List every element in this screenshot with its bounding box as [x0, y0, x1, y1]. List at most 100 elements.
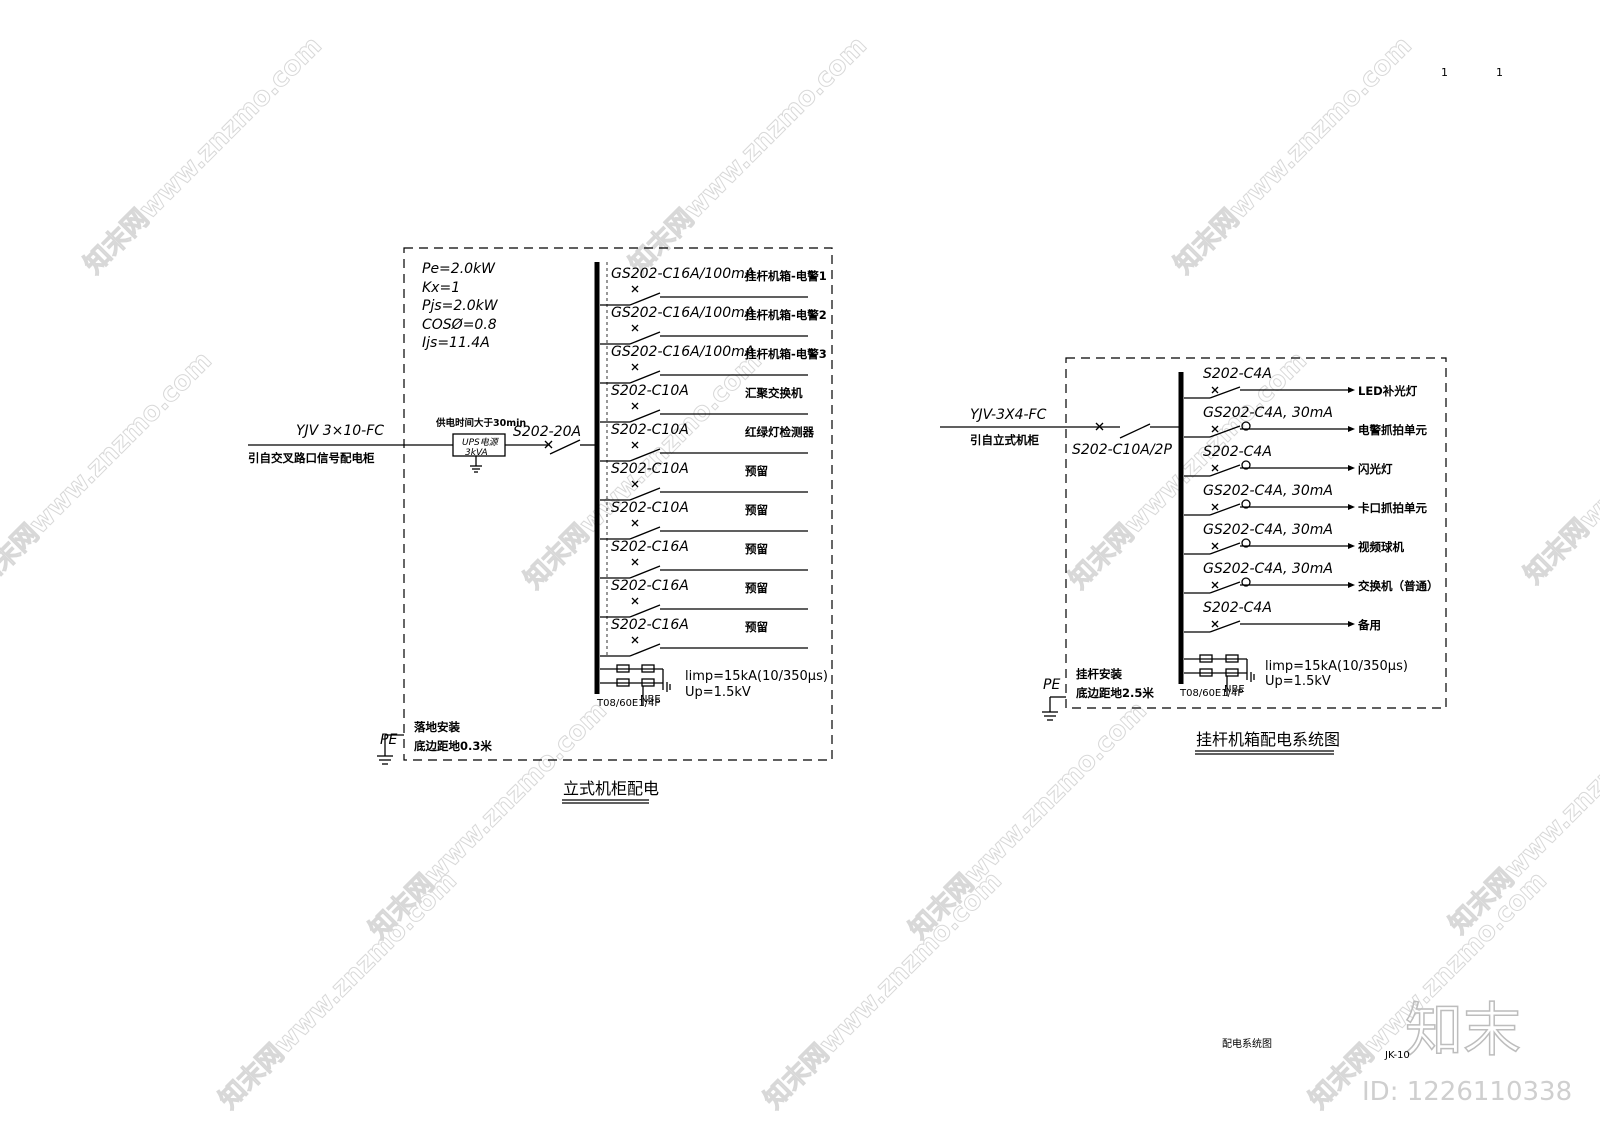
right-circuit-breaker: GS202-C4A, 30mA: [1203, 405, 1333, 421]
spd-right-cell-4: [1225, 668, 1239, 677]
right-circuit-arrow: [1348, 543, 1355, 549]
panel-left-diagram: Pe=2.0kW Kx=1 Pjs=2.0kW COSØ=0.8 Ijs=11.…: [248, 247, 833, 804]
right-circuit-xmark: [1211, 425, 1219, 433]
right-circuit-blade: [1209, 542, 1241, 555]
param-kx: Kx=1: [422, 280, 460, 296]
right-circuit-load: 电警抓拍单元: [1358, 423, 1427, 437]
left-circuit-breaker: S202-C16A: [611, 578, 689, 594]
left-circuit-load: 汇聚交换机: [745, 386, 803, 400]
left-circuit-xmark: [631, 441, 639, 449]
spd-nbe-left: NBE: [640, 694, 661, 705]
feed-source-right: 引自立式机柜: [970, 433, 1039, 447]
watermark-text: 知末网www.znzmo.com: [904, 696, 1153, 945]
left-circuit-breaker: S202-C10A: [611, 500, 689, 516]
left-circuit-load: 预留: [745, 542, 768, 556]
spd-left-cell-3: [616, 678, 630, 687]
left-circuit-xmark: [631, 558, 639, 566]
left-circuit-load: 预留: [745, 503, 768, 517]
feed-source-left: 引自交叉路口信号配电柜: [248, 451, 375, 465]
spd-right-cell-3: [1199, 668, 1213, 677]
right-circuit-xmark: [1211, 542, 1219, 550]
watermark-text: 知末网www.znzmo.com: [214, 866, 463, 1115]
panel-left-title: 立式机柜配电: [563, 779, 659, 798]
right-circuit-arrow: [1348, 504, 1355, 510]
left-circuit-breaker: S202-C16A: [611, 617, 689, 633]
right-circuit-blade: [1209, 386, 1241, 399]
install-right-1: 挂杆安装: [1076, 667, 1122, 681]
left-circuit-blade: [629, 643, 661, 657]
watermark-text: 知末网www.znzmo.com: [1519, 341, 1600, 590]
right-circuit-breaker: S202-C4A: [1203, 444, 1272, 460]
right-circuit-xmark: [1211, 464, 1219, 472]
right-circuit-blade: [1209, 503, 1241, 516]
param-cos: COSØ=0.8: [422, 317, 497, 333]
watermark-text: 知末网www.znzmo.com: [79, 31, 328, 280]
left-circuit-breaker: GS202-C16A/100mA: [611, 305, 754, 321]
right-circuit-arrow: [1348, 465, 1355, 471]
left-circuit-breaker: GS202-C16A/100mA: [611, 266, 754, 282]
right-circuit-breaker: S202-C4A: [1203, 600, 1272, 616]
install-left-1: 落地安装: [414, 720, 460, 734]
left-circuit-blade: [629, 292, 661, 306]
left-circuit-xmark: [631, 285, 639, 293]
spd-model-left: T08/60E1/4P: [596, 698, 660, 709]
watermark-text: 知末网www.znzmo.com: [1169, 31, 1418, 280]
right-circuit-blade: [1209, 425, 1241, 438]
right-circuit-load: 卡口抓拍单元: [1358, 501, 1427, 515]
main-breaker-left: S202-20A: [513, 424, 581, 440]
main-x-2: [544, 440, 553, 449]
right-circuit-blade: [1209, 581, 1241, 594]
corner-mark-2: 1: [1496, 66, 1503, 79]
left-circuit-blade: [629, 409, 661, 423]
ups-rating: 3kVA: [465, 448, 488, 458]
left-circuit-blade: [629, 565, 661, 579]
right-circuit-blade: [1209, 464, 1241, 477]
panel-left-frame: [403, 247, 833, 761]
spd-model-right: T08/60E1/4P: [1179, 688, 1243, 699]
left-circuit-blade: [629, 448, 661, 462]
install-right-2: 底边距地2.5米: [1076, 686, 1154, 700]
right-circuit-arrow: [1348, 621, 1355, 627]
right-circuit-arrow: [1348, 582, 1355, 588]
left-circuit-blade: [629, 487, 661, 501]
spd-limp-right: limp=15kA(10/350μs): [1265, 659, 1408, 674]
right-circuit-load: 交换机（普通）: [1358, 579, 1439, 593]
left-circuit-breaker: S202-C16A: [611, 539, 689, 555]
install-left-2: 底边距地0.3米: [414, 739, 492, 753]
right-circuit-xmark: [1211, 386, 1219, 394]
left-circuit-blade: [629, 370, 661, 384]
main-breaker-right: S202-C10A/2P: [1072, 442, 1172, 458]
param-pe: Pe=2.0kW: [422, 261, 496, 277]
left-circuit-load: 挂杆机箱-电警3: [745, 347, 827, 361]
left-circuit-blade: [629, 331, 661, 345]
right-circuit: GS202-C4A, 30mA 电警抓拍单元: [1184, 405, 1427, 438]
watermark-id: ID: 1226110338: [1362, 1077, 1572, 1107]
watermark-text: 知末网www.znzmo.com: [1064, 346, 1313, 595]
spd-nbe-right: NBE: [1224, 684, 1245, 695]
watermark-logo: 知末: [1405, 996, 1521, 1064]
param-ijs: Ijs=11.4A: [422, 335, 490, 351]
spd-left-cell-4: [641, 678, 655, 687]
right-circuit-rcd: [1241, 538, 1251, 548]
left-circuit-breaker: S202-C10A: [611, 422, 689, 438]
ups-note: 供电时间大于30min: [435, 417, 526, 429]
left-circuits: GS202-C16A/100mA挂杆机箱-电警1GS202-C16A/100mA…: [600, 266, 827, 657]
left-circuit-xmark: [631, 519, 639, 527]
right-circuit-load: 视频球机: [1358, 540, 1404, 554]
left-circuit-load: 红绿灯检测器: [745, 425, 814, 439]
left-circuit: S202-C10A 汇聚交换机: [600, 383, 808, 423]
left-circuit-breaker: S202-C10A: [611, 383, 689, 399]
left-circuit-xmark: [631, 363, 639, 371]
left-circuit-xmark: [631, 480, 639, 488]
right-circuit-load: 闪光灯: [1358, 462, 1393, 476]
